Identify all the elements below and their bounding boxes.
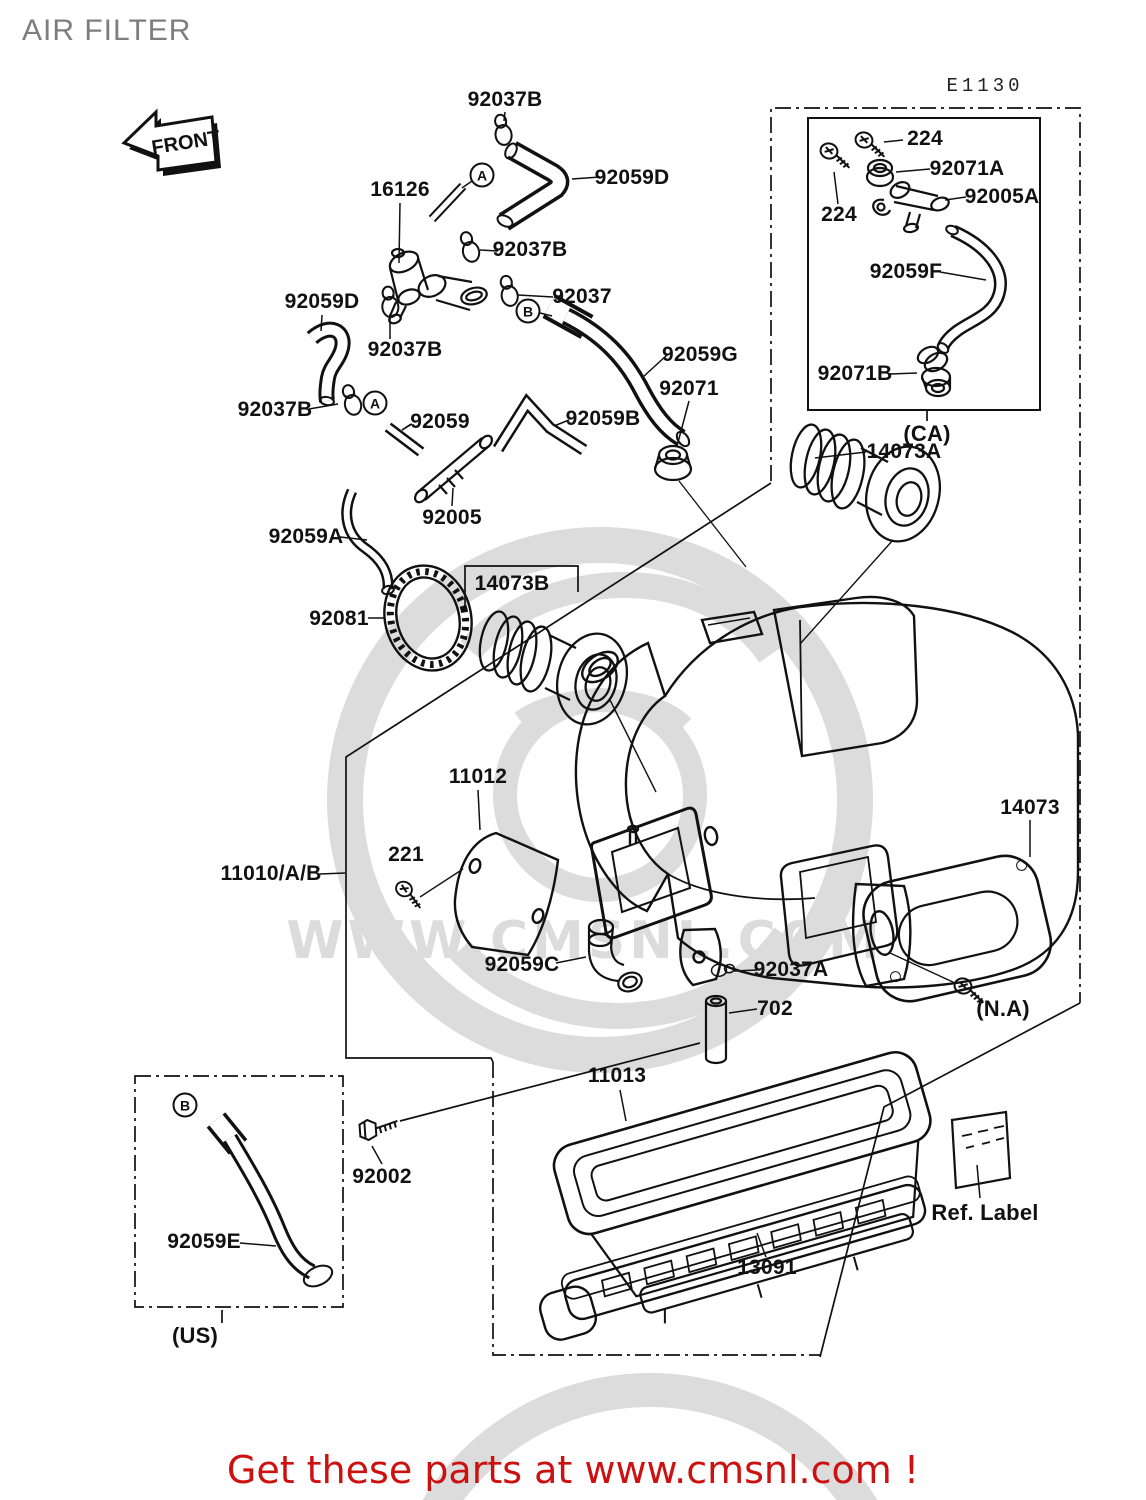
callout-a-left: A (362, 390, 388, 416)
hose-92059d-left-drawing (306, 314, 351, 407)
hose-92059e-drawing (206, 1112, 334, 1288)
watermark-text: WWW.CMSNL.COM (286, 911, 883, 971)
part-label-92059a: 92059A (268, 525, 344, 548)
duct-14073a-drawing (789, 423, 941, 645)
pipe-92005-drawing (413, 434, 494, 507)
part-label-224-left: 224 (821, 203, 857, 226)
part-label-92037a: 92037A (753, 958, 829, 981)
fitting-92005a-drawing (872, 181, 967, 234)
part-label-92059c: 92059C (484, 953, 560, 976)
misc-leaders (319, 423, 412, 875)
front-arrow: FRONT (121, 108, 222, 176)
part-label-92005a: 92005A (964, 185, 1040, 208)
callout-b-top: B (515, 298, 541, 324)
clamp-92037b-under (379, 284, 401, 339)
part-label-92059b: 92059B (565, 407, 641, 430)
callout-a-top: A (469, 162, 495, 188)
screw-221-drawing (390, 868, 464, 910)
region-label-na: (N.A) (976, 996, 1030, 1021)
part-label-92037b-under: 92037B (367, 338, 443, 361)
clamp-92037b-mid (457, 228, 499, 265)
callout-b-us: B (172, 1092, 198, 1118)
clamp-92037b-top (491, 111, 514, 147)
part-label-702: 702 (757, 997, 793, 1020)
airbox-body-drawing (574, 595, 1080, 989)
region-borders (134, 107, 1081, 1358)
hose-92059a-drawing (339, 488, 395, 596)
diagram-code: E1130 (946, 75, 1024, 97)
fitting-16126-drawing (388, 202, 488, 325)
part-label-224-top: 224 (907, 127, 943, 150)
part-label-92037b-top: 92037B (467, 88, 543, 111)
part-label-92059f: 92059F (869, 260, 943, 283)
plate-11012-drawing (453, 789, 560, 957)
part-label-14073: 14073 (1000, 796, 1060, 819)
holder-13091-drawing (538, 1175, 927, 1341)
elbow-92059c-drawing (555, 918, 643, 993)
part-label-92059g: 92059G (662, 343, 738, 366)
clamp-92037 (497, 273, 554, 309)
region-label-ca: (CA) (903, 421, 951, 446)
region-label-us: (US) (171, 1323, 219, 1348)
filter-11013-drawing (552, 1051, 932, 1324)
cmsnl-banner-link[interactable]: Get these parts at www.cmsnl.com ! (226, 1448, 920, 1492)
part-label-92002: 92002 (352, 1165, 412, 1188)
hose-92059g-drawing (539, 294, 691, 448)
part-label-92037b-left: 92037B (237, 398, 313, 421)
part-label-92037b-mid: 92037B (492, 238, 568, 261)
grommet-92071a-drawing (865, 158, 931, 188)
part-label-92005: 92005 (422, 506, 482, 529)
part-label-11013: 11013 (587, 1064, 647, 1087)
part-label-92081: 92081 (309, 607, 369, 630)
part-label-92059d-left: 92059D (284, 290, 360, 313)
cover-14073-drawing (862, 820, 1053, 1005)
part-label-14073b: 14073B (474, 572, 550, 595)
part-label-14073a: 14073A (866, 440, 942, 463)
ref-label-caption: Ref. Label (931, 1200, 1039, 1225)
duct-14073b-drawing (478, 610, 657, 793)
elbow-92071b-drawing (889, 345, 952, 398)
part-label-13091: 13091 (737, 1256, 797, 1279)
part-label-92059: 92059 (410, 410, 470, 433)
clamp-92037b-left (308, 381, 365, 418)
part-label-221: 221 (388, 843, 424, 866)
part-label-92071: 92071 (659, 377, 719, 400)
part-label-92037: 92037 (552, 285, 612, 308)
ref-label-sticker-drawing (950, 1110, 1012, 1199)
part-label-92071a: 92071A (929, 157, 1005, 180)
bolt-92002-drawing (358, 1116, 400, 1165)
part-label-92059d-top: 92059D (594, 166, 670, 189)
part-label-11010ab: 11010/A/B (220, 862, 322, 885)
gasket-92081-drawing (383, 564, 473, 672)
part-label-11012: 11012 (448, 765, 508, 788)
grommet-92071-drawing (653, 400, 747, 568)
part-label-16126: 16126 (370, 178, 430, 201)
hose-92059d-top-drawing (496, 141, 601, 231)
ca-box-parts-drawing (816, 129, 1007, 398)
clamp-92037a-drawing (710, 962, 758, 978)
tube-702-drawing (704, 994, 758, 1065)
tube-near-callout-a-drawing (428, 180, 473, 223)
part-label-92071b: 92071B (817, 362, 893, 385)
page-title: AIR FILTER (22, 14, 192, 47)
hose-92059b-drawing (492, 393, 588, 456)
hose-92059f-drawing (936, 224, 1007, 354)
part-label-92059e: 92059E (167, 1230, 241, 1253)
cms-watermark-logo (327, 527, 878, 1500)
